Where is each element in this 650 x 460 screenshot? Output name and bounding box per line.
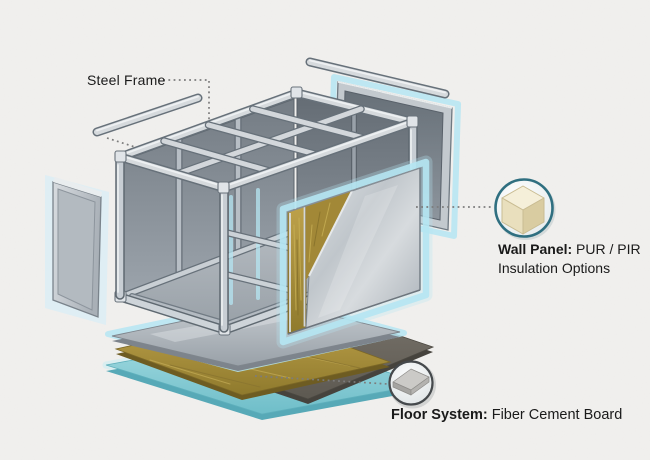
corner-connector [406, 115, 419, 128]
corner-connector [114, 150, 127, 163]
corner-connector [290, 86, 303, 99]
floor-system-label-title: Floor System: [391, 407, 488, 423]
floating-rail-right [307, 59, 448, 97]
metal-facing-sheen [318, 185, 398, 318]
end-panel-left-face [57, 188, 96, 311]
wall-panel-callout [494, 178, 556, 240]
end-panel-right-highlight [337, 81, 453, 109]
cement-board-icon [392, 368, 430, 396]
wall-panel-label: Wall Panel: PUR / PIR Insulation Options [498, 240, 648, 277]
end-panel-left [45, 175, 109, 325]
wall-panel-sandwich [276, 155, 433, 349]
steel-frame-leader-line [158, 79, 210, 121]
steel-frame-label: Steel Frame [87, 72, 165, 88]
floor-system-callout [388, 360, 436, 409]
insulation-cube-icon [501, 185, 545, 235]
wall-panel-label-title: Wall Panel: [498, 241, 573, 257]
floor-system-leader-line [254, 375, 389, 385]
wall-panel-glow [279, 158, 430, 346]
leader-lines [106, 79, 491, 385]
floor-system-label-detail: Fiber Cement Board [487, 407, 623, 423]
insulation-cutaway-texture [293, 202, 331, 316]
cutaway-skin-edge [308, 190, 353, 277]
floor-stack [102, 296, 435, 420]
sandwich-top-edge [287, 167, 421, 213]
corner-connector [217, 181, 230, 194]
floating-rail-left [94, 95, 201, 135]
sandwich-bottom-edge [287, 289, 421, 335]
floor-system-label: Floor System: Fiber Cement Board [391, 407, 622, 423]
top-frame-rails [115, 88, 418, 193]
wall-panel-label-detail: PUR / PIR [572, 241, 641, 257]
floating-steel-rails [92, 57, 450, 137]
floating-rail-right-highlight [309, 59, 446, 94]
steel-frame-label-text: Steel Frame [87, 72, 166, 88]
end-panel-left-top-edge [53, 177, 102, 197]
wall-panel-label-line1: Wall Panel: PUR / PIR [498, 240, 648, 259]
wall-panel-label-line2: Insulation Options [498, 259, 611, 276]
floating-rail-left-highlight [96, 95, 199, 132]
